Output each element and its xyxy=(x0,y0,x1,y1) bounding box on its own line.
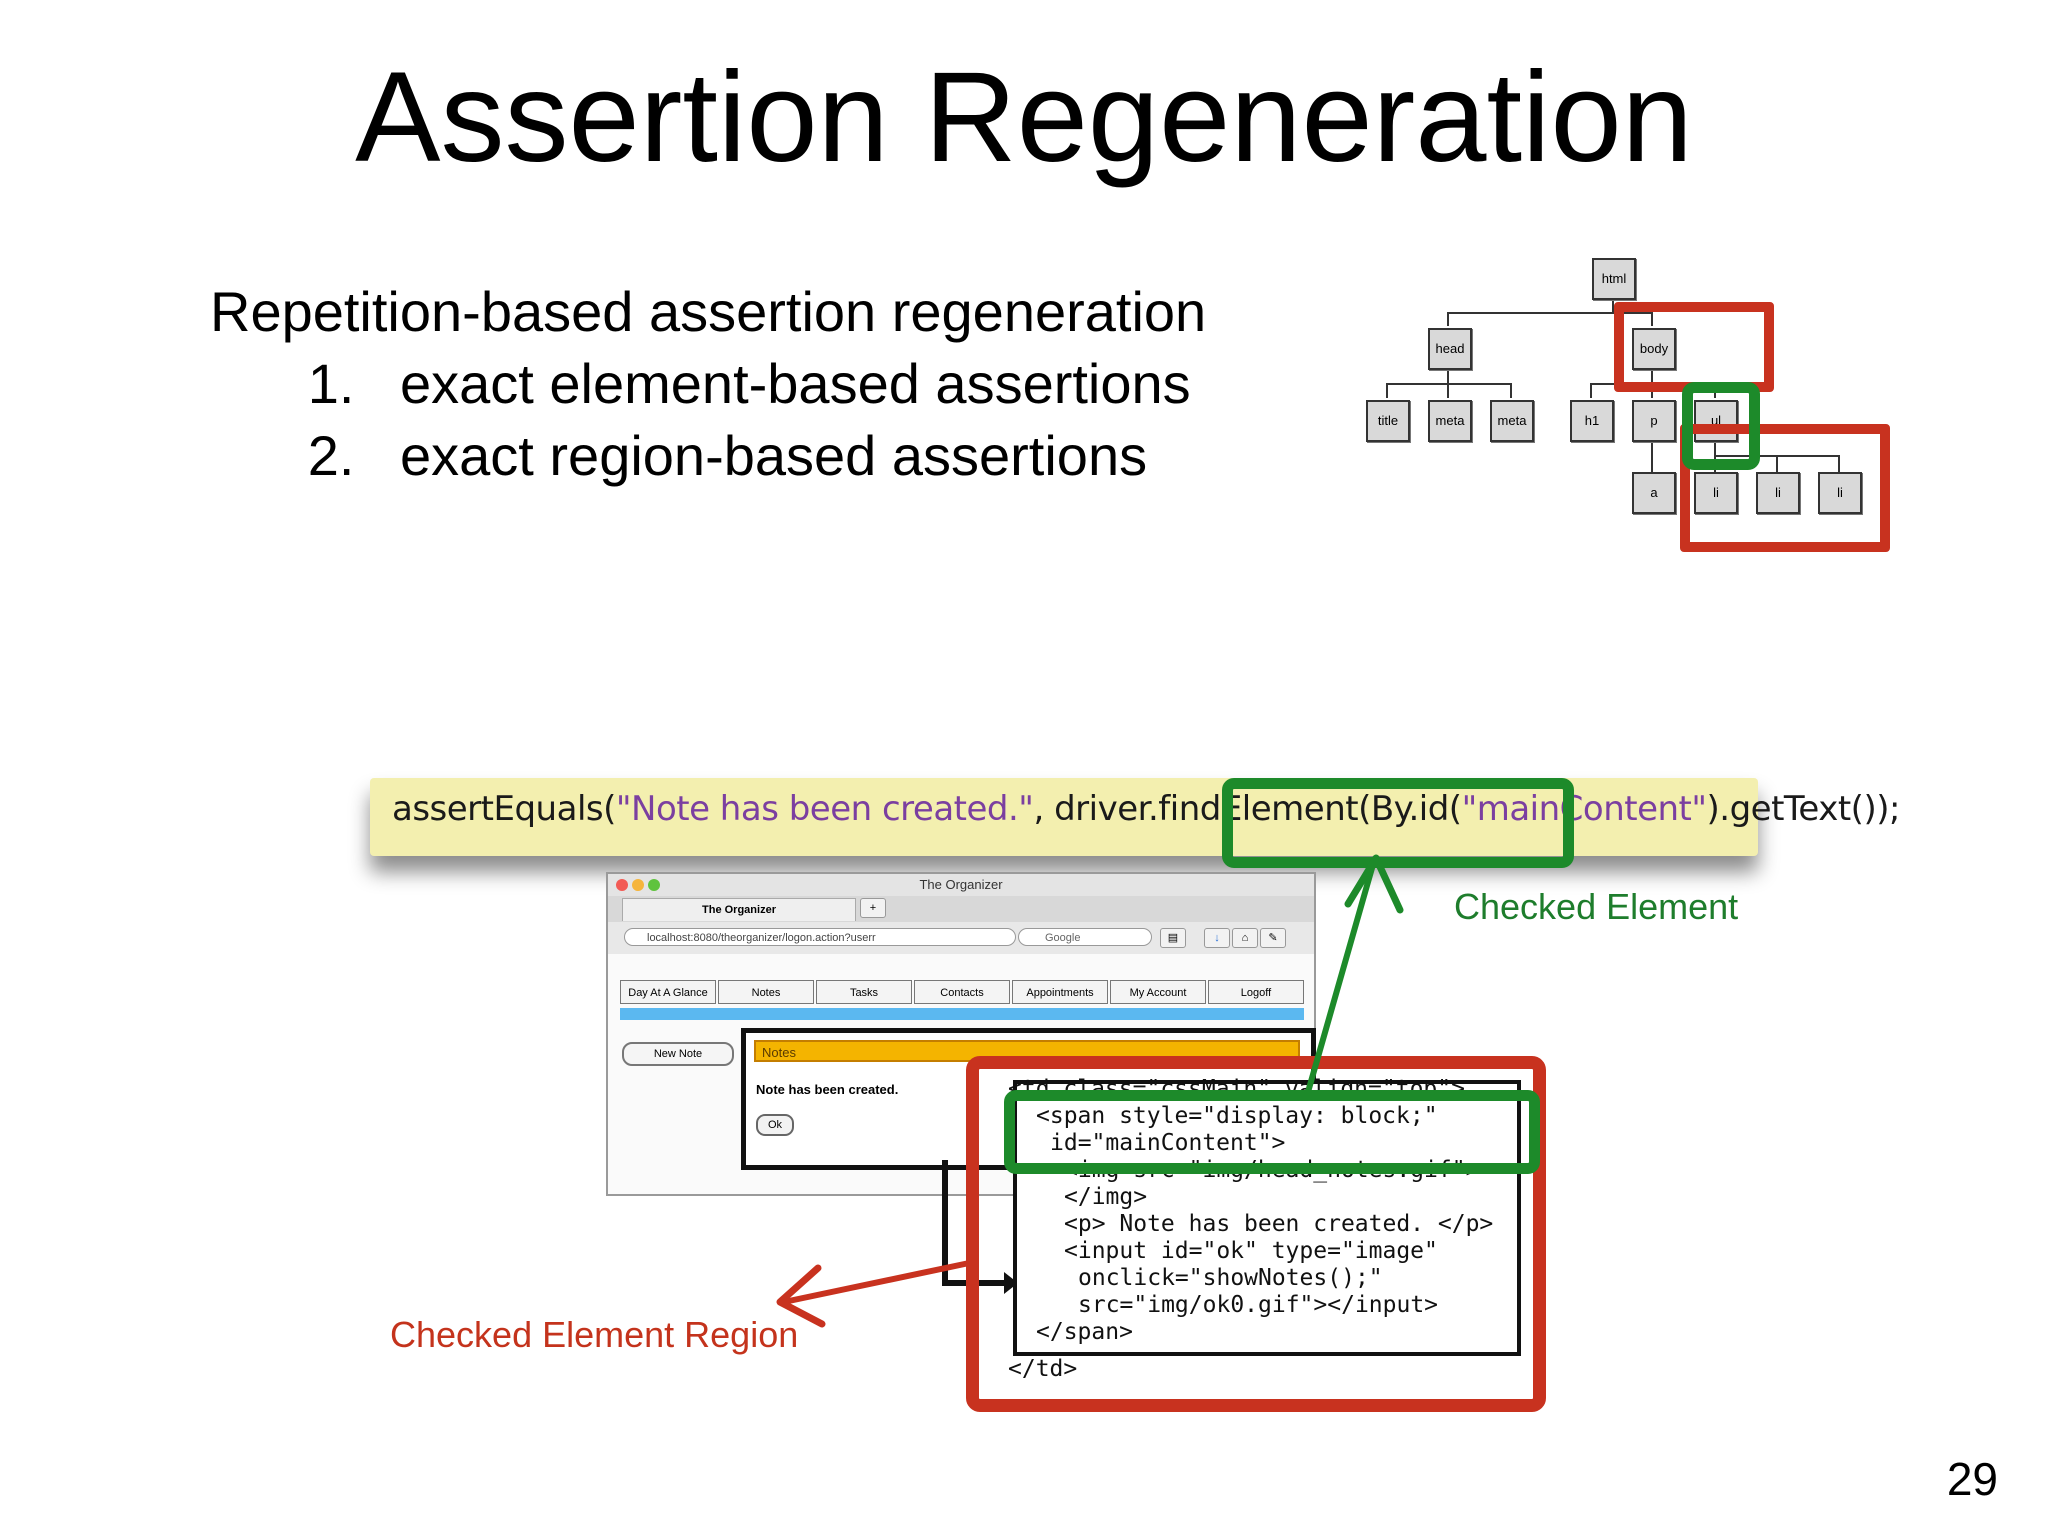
code-line: </span> xyxy=(1036,1319,1133,1345)
assertion-code: assertEquals("Note has been created.", d… xyxy=(392,789,1900,829)
assertion-code-banner xyxy=(370,778,1758,856)
tree-node-meta: meta xyxy=(1490,400,1534,442)
checked-region-label: Checked Element Region xyxy=(390,1314,799,1355)
bookmarks-icon[interactable]: ▤ xyxy=(1160,928,1186,948)
tree-node-p: p xyxy=(1632,400,1676,442)
code-by-id-arg: "mainContent" xyxy=(1461,789,1707,829)
edit-icon[interactable]: ✎ xyxy=(1260,928,1286,948)
tree-node-a: a xyxy=(1632,472,1676,514)
tree-node-li: li xyxy=(1818,472,1862,514)
slide-title: Assertion Regeneration xyxy=(355,46,1693,189)
code-expected-string: "Note has been created." xyxy=(615,789,1034,829)
bullet-item-1: exact element-based assertions xyxy=(370,348,1206,420)
page-number: 29 xyxy=(1946,1453,1998,1505)
li-region-highlight-red xyxy=(1680,424,1890,552)
tree-node-body: body xyxy=(1632,328,1676,370)
tree-node-li: li xyxy=(1756,472,1800,514)
code-by-id: By.id( xyxy=(1370,789,1462,829)
new-tab-icon[interactable]: + xyxy=(860,898,886,918)
tree-node-ul: ul xyxy=(1694,400,1738,442)
nav-tab-contacts[interactable]: Contacts xyxy=(914,980,1010,1004)
window-title: The Organizer xyxy=(608,874,1314,896)
nav-tab-notes[interactable]: Notes xyxy=(718,980,814,1004)
bullet-heading: Repetition-based assertion regeneration xyxy=(210,280,1207,343)
code-line: </td> xyxy=(1008,1356,1078,1382)
url-field[interactable]: localhost:8080/theorganizer/logon.action… xyxy=(624,928,1016,946)
body-highlight-red xyxy=(1614,302,1774,392)
code-assert-prefix: assertEquals( xyxy=(392,789,616,829)
ul-highlight-green xyxy=(1682,382,1760,470)
home-icon[interactable]: ⌂ xyxy=(1232,928,1258,948)
close-dot-icon[interactable] xyxy=(616,879,628,891)
nav-tab-day-at-a-glance[interactable]: Day At A Glance xyxy=(620,980,716,1004)
tree-node-meta: meta xyxy=(1428,400,1472,442)
ok-button[interactable]: Ok xyxy=(756,1114,794,1136)
tree-node-head: head xyxy=(1428,328,1472,370)
notes-message: Note has been created. xyxy=(756,1082,899,1097)
locator-highlight-green xyxy=(1222,778,1574,868)
tree-node-h1: h1 xyxy=(1570,400,1614,442)
nav-tab-appointments[interactable]: Appointments xyxy=(1012,980,1108,1004)
tree-node-title: title xyxy=(1366,400,1410,442)
code-line: <span style="display: block;" xyxy=(1036,1103,1438,1129)
code-line: id="mainContent"> xyxy=(1050,1130,1286,1156)
download-icon[interactable]: ↓ xyxy=(1204,928,1230,948)
connector-line xyxy=(942,1160,948,1285)
nav-tab-tasks[interactable]: Tasks xyxy=(816,980,912,1004)
nav-tab-my-account[interactable]: My Account xyxy=(1110,980,1206,1004)
html-snippet-box xyxy=(1013,1080,1521,1356)
minimize-dot-icon[interactable] xyxy=(632,879,644,891)
checked-element-label: Checked Element xyxy=(1454,886,1739,927)
code-find-element: , driver.findElement( xyxy=(1033,789,1371,829)
bullet-item-2: exact region-based assertions xyxy=(370,420,1206,492)
code-line: <p> Note has been created. </p> xyxy=(1064,1211,1494,1237)
checked-element-arrow xyxy=(1305,854,1404,1095)
code-line: <input id="ok" type="image" xyxy=(1064,1238,1438,1264)
zoom-dot-icon[interactable] xyxy=(648,879,660,891)
nav-tab-logoff[interactable]: Logoff xyxy=(1208,980,1304,1004)
code-line: src="img/ok0.gif"></input> xyxy=(1078,1292,1439,1318)
search-field[interactable]: Google xyxy=(1018,928,1152,946)
code-line: </img> xyxy=(1064,1184,1148,1210)
code-line: onclick="showNotes();" xyxy=(1078,1265,1383,1291)
new-note-button[interactable]: New Note xyxy=(622,1042,734,1066)
tree-node-html: html xyxy=(1592,258,1636,300)
nav-divider xyxy=(620,1008,1304,1020)
checked-region-arrow xyxy=(776,1259,977,1328)
bullet-list: Repetition-based assertion regeneration … xyxy=(210,276,1206,492)
browser-tab[interactable]: The Organizer xyxy=(622,898,856,921)
code-suffix: ).getText()); xyxy=(1706,789,1901,829)
tree-node-li: li xyxy=(1694,472,1738,514)
span-highlight-green xyxy=(1004,1090,1540,1174)
region-highlight-red xyxy=(966,1056,1546,1412)
